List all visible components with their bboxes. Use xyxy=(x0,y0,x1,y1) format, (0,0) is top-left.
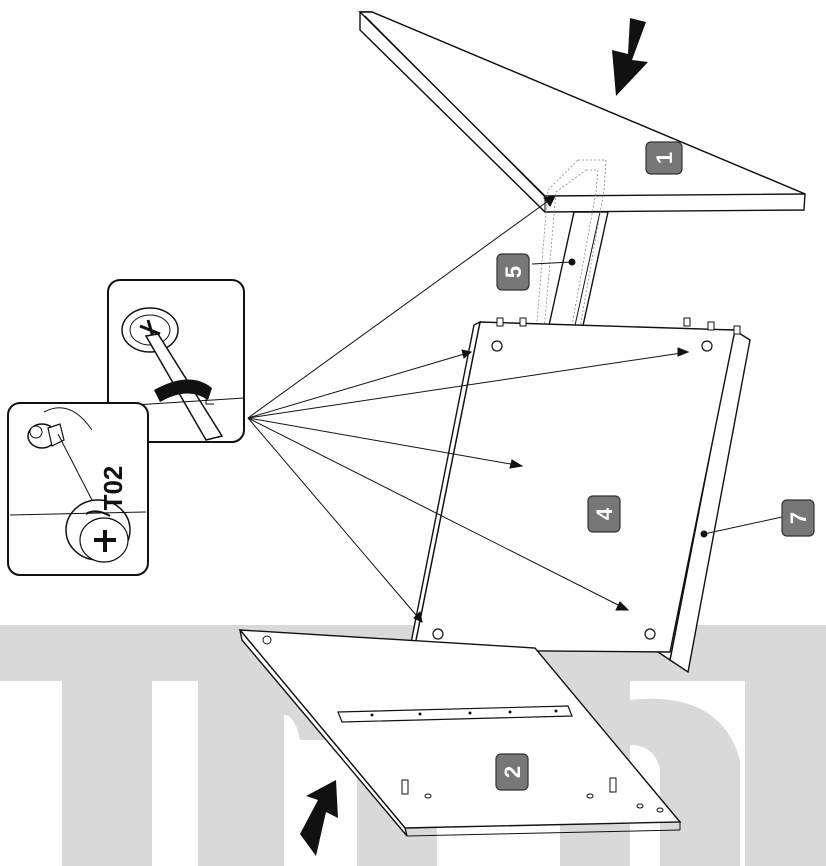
svg-text:1: 1 xyxy=(652,152,677,164)
svg-text:2: 2 xyxy=(500,766,525,778)
part-label-5: 5 xyxy=(496,253,530,291)
screwdriver-inset xyxy=(107,279,245,443)
part-label-1: 1 xyxy=(645,141,683,175)
panel-1 xyxy=(358,11,806,213)
pointer-lines xyxy=(247,195,783,623)
part-label-7: 7 xyxy=(781,499,815,537)
tool-code-label: T02 xyxy=(98,466,128,511)
svg-text:5: 5 xyxy=(501,266,526,278)
svg-text:4: 4 xyxy=(592,507,617,520)
direction-arrow-icon xyxy=(612,18,648,96)
panel-4 xyxy=(409,317,741,653)
direction-arrow-icon xyxy=(300,780,338,856)
panel-5 xyxy=(547,211,609,331)
part-label-4: 4 xyxy=(587,495,621,533)
cam-lock-icon xyxy=(9,407,147,563)
cam-lock-inset: T02 xyxy=(7,402,149,576)
part-label-2: 2 xyxy=(495,753,529,791)
screwdriver-icon xyxy=(119,307,245,441)
panel-2 xyxy=(238,629,682,837)
svg-text:7: 7 xyxy=(786,512,811,524)
